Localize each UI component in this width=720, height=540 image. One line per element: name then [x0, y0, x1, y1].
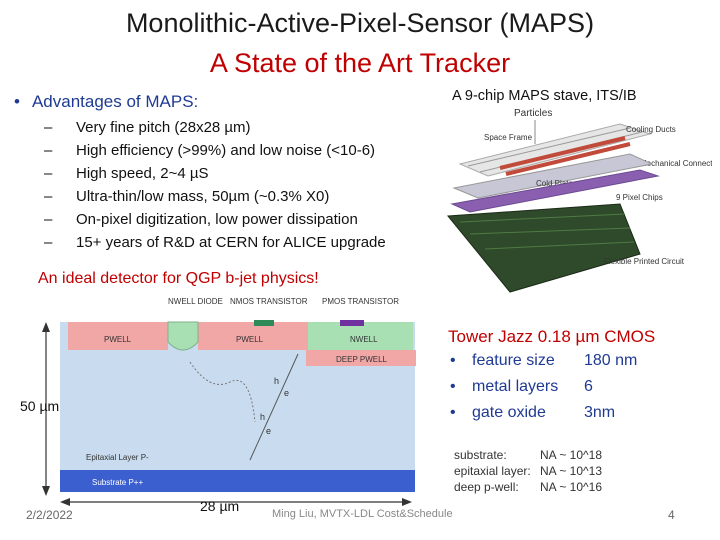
- advantages-heading-row: • Advantages of MAPS:: [14, 92, 198, 112]
- label-electron: e: [284, 388, 289, 398]
- dash-glyph: –: [44, 188, 53, 205]
- label-pwell-mid: PWELL: [236, 335, 264, 344]
- label-deep-pwell: DEEP PWELL: [336, 355, 388, 364]
- advantage-text: On-pixel digitization, low power dissipa…: [76, 211, 358, 228]
- stave-label-cold-plate: Cold Plate: [536, 179, 573, 188]
- advantage-text: Ultra-thin/low mass, 50µm (~0.3% X0): [76, 188, 330, 205]
- advantages-heading: Advantages of MAPS:: [31, 92, 199, 111]
- list-item: – Ultra-thin/low mass, 50µm (~0.3% X0): [44, 185, 386, 208]
- list-item: – On-pixel digitization, low power dissip…: [44, 208, 386, 231]
- advantage-text: High efficiency (>99%) and low noise (<1…: [76, 142, 376, 159]
- list-item: – Very fine pitch (28x28 µm): [44, 116, 386, 139]
- advantage-text: Very fine pitch (28x28 µm): [76, 119, 251, 136]
- advantage-text: High speed, 2~4 µS: [76, 165, 209, 182]
- doping-layer: deep p-well:: [454, 480, 519, 494]
- dash-glyph: –: [44, 211, 53, 228]
- stave-label-fpc: Flexible Printed Circuit: [604, 257, 685, 266]
- stave-label-pixel-chips: 9 Pixel Chips: [616, 193, 663, 202]
- arrow-head-icon: [42, 486, 50, 496]
- doping-value: NA ~ 10^18: [540, 448, 603, 462]
- dimension-50-label: 50 µm: [20, 398, 60, 414]
- cooling-duct: [499, 136, 626, 170]
- list-item: – High efficiency (>99%) and low noise (<…: [44, 139, 386, 162]
- diffusion-path: [189, 361, 256, 423]
- list-item: – High speed, 2~4 µS: [44, 162, 386, 185]
- dash-glyph: –: [44, 142, 53, 159]
- cold-plate-shape: [452, 153, 654, 199]
- towerjazz-title: Tower Jazz 0.18 µm CMOS: [448, 327, 656, 346]
- towerjazz-bullet: •: [450, 352, 456, 369]
- fpc-shape: [447, 203, 641, 293]
- footer-date: 2/2/2022: [26, 508, 73, 522]
- arrow-head-icon: [42, 322, 50, 332]
- stave-illustration: Particles Space Frame Cooling Ducts Mech…: [447, 108, 712, 293]
- pmos-gate: [340, 320, 364, 326]
- label-pwell-left: PWELL: [104, 335, 132, 344]
- space-frame-shape: [458, 123, 652, 177]
- stave-label-space-frame: Space Frame: [484, 133, 533, 142]
- towerjazz-row-value: 180 nm: [584, 352, 638, 369]
- bullet-glyph: •: [14, 92, 20, 111]
- pwell-mid-region: [198, 322, 308, 350]
- nmos-gate: [254, 320, 274, 326]
- nwell-region: [308, 322, 413, 354]
- towerjazz-bullet: •: [450, 378, 456, 395]
- fpc-trace: [469, 227, 631, 235]
- label-substrate: Substrate P++: [92, 478, 143, 487]
- particle-track: [249, 353, 299, 461]
- doping-layer: epitaxial layer:: [454, 464, 531, 478]
- dimension-28-label: 28 µm: [200, 498, 240, 514]
- nwell-diode-shape: [167, 321, 199, 351]
- stave-label-cooling-ducts: Cooling Ducts: [626, 125, 676, 134]
- label-pmos: PMOS TRANSISTOR: [322, 297, 399, 306]
- towerjazz-row-value: 3nm: [584, 404, 616, 421]
- pwell-left-region: [68, 322, 168, 350]
- sensor-cross-section: NWELL DIODE NMOS TRANSISTOR PMOS TRANSIS…: [42, 297, 416, 506]
- advantage-text: 15+ years of R&D at CERN for ALICE upgra…: [76, 234, 386, 251]
- fpc-trace: [484, 241, 635, 250]
- towerjazz-row-name: feature size: [472, 352, 555, 369]
- towerjazz-row-name: metal layers: [472, 378, 559, 395]
- towerjazz-row-name: gate oxide: [472, 404, 546, 421]
- label-hole: h: [274, 376, 279, 386]
- advantages-list: – Very fine pitch (28x28 µm) – High effici…: [44, 116, 386, 254]
- cooling-duct: [505, 142, 631, 176]
- doping-value: NA ~ 10^13: [540, 464, 603, 478]
- doping-value: NA ~ 10^16: [540, 480, 603, 494]
- towerjazz-row-value: 6: [584, 378, 593, 395]
- ideal-detector-text: An ideal detector for QGP b-jet physics!: [38, 270, 319, 287]
- label-nwell-diode: NWELL DIODE: [168, 297, 223, 306]
- list-item: – 15+ years of R&D at CERN for ALICE upgr…: [44, 231, 386, 254]
- substrate-region: [60, 470, 415, 492]
- towerjazz-bullet: •: [450, 404, 456, 421]
- doping-layer: substrate:: [454, 448, 507, 462]
- deep-pwell-region: [306, 350, 416, 366]
- space-frame-line: [467, 127, 631, 167]
- label-hole: h: [260, 412, 265, 422]
- label-nmos: NMOS TRANSISTOR: [230, 297, 308, 306]
- stave-caption: A 9-chip MAPS stave, ITS/IB: [452, 88, 637, 104]
- arrow-head-icon: [60, 498, 70, 506]
- pixel-chips-shape: [450, 169, 660, 213]
- stave-label-mechanical-connector: Mechanical Connector: [640, 159, 712, 168]
- label-epitaxial: Epitaxial Layer P-: [86, 453, 149, 462]
- dash-glyph: –: [44, 119, 53, 136]
- fpc-trace: [459, 213, 626, 223]
- title-line-2: A State of the Art Tracker: [209, 48, 511, 78]
- label-electron: e: [266, 426, 271, 436]
- stave-label-particles: Particles: [514, 108, 552, 119]
- arrow-head-icon: [402, 498, 412, 506]
- dash-glyph: –: [44, 165, 53, 182]
- footer-page-number: 4: [668, 508, 675, 522]
- title-line-1: Monolithic-Active-Pixel-Sensor (MAPS): [125, 8, 595, 38]
- label-nwell: NWELL: [350, 335, 378, 344]
- dash-glyph: –: [44, 234, 53, 251]
- footer-author: Ming Liu, MVTX-LDL Cost&Schedule: [272, 508, 453, 520]
